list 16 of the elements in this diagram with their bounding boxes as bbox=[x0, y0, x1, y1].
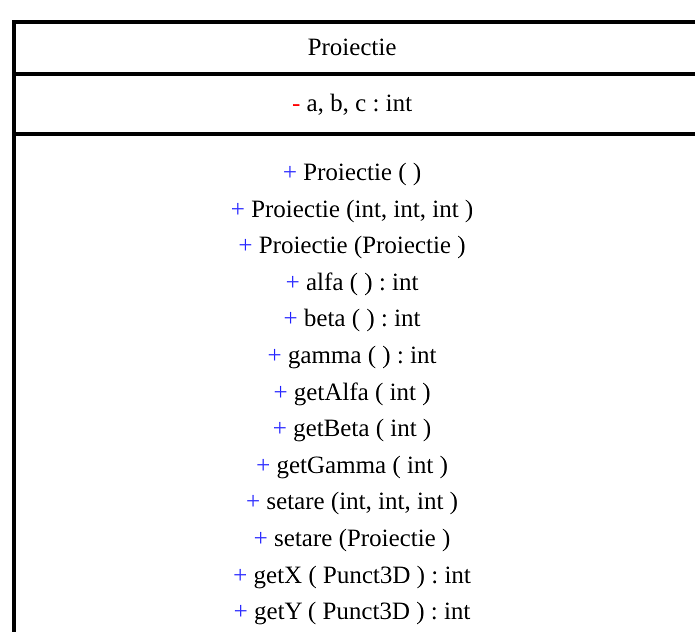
class-name: Proiectie bbox=[308, 32, 396, 63]
method-signature: + getY ( Punct3D ) : int bbox=[234, 597, 470, 628]
method-signature: + gamma ( ) : int bbox=[268, 340, 436, 371]
method-signature: + setare (Proiectie ) bbox=[254, 524, 450, 554]
method-signature: + getGamma ( int ) bbox=[256, 450, 448, 481]
method-signature: + beta ( ) : int bbox=[284, 304, 420, 334]
method-signature: + Proiectie ( ) bbox=[282, 158, 422, 188]
attribute: - a, b, c : int bbox=[292, 88, 412, 119]
method-signature: + getAlfa ( int ) bbox=[273, 378, 431, 408]
method-signature: + Proiectie (Proiectie ) bbox=[238, 231, 466, 262]
method-signature: + getX ( Punct3D ) : int bbox=[233, 560, 471, 591]
uml-class-box bbox=[12, 20, 695, 632]
method-signature: + setare (int, int, int ) bbox=[246, 487, 458, 518]
method-signature: + getBeta ( int ) bbox=[272, 414, 432, 444]
method-signature: + Proiectie (int, int, int ) bbox=[230, 194, 474, 225]
method-signature: + alfa ( ) : int bbox=[286, 268, 418, 298]
